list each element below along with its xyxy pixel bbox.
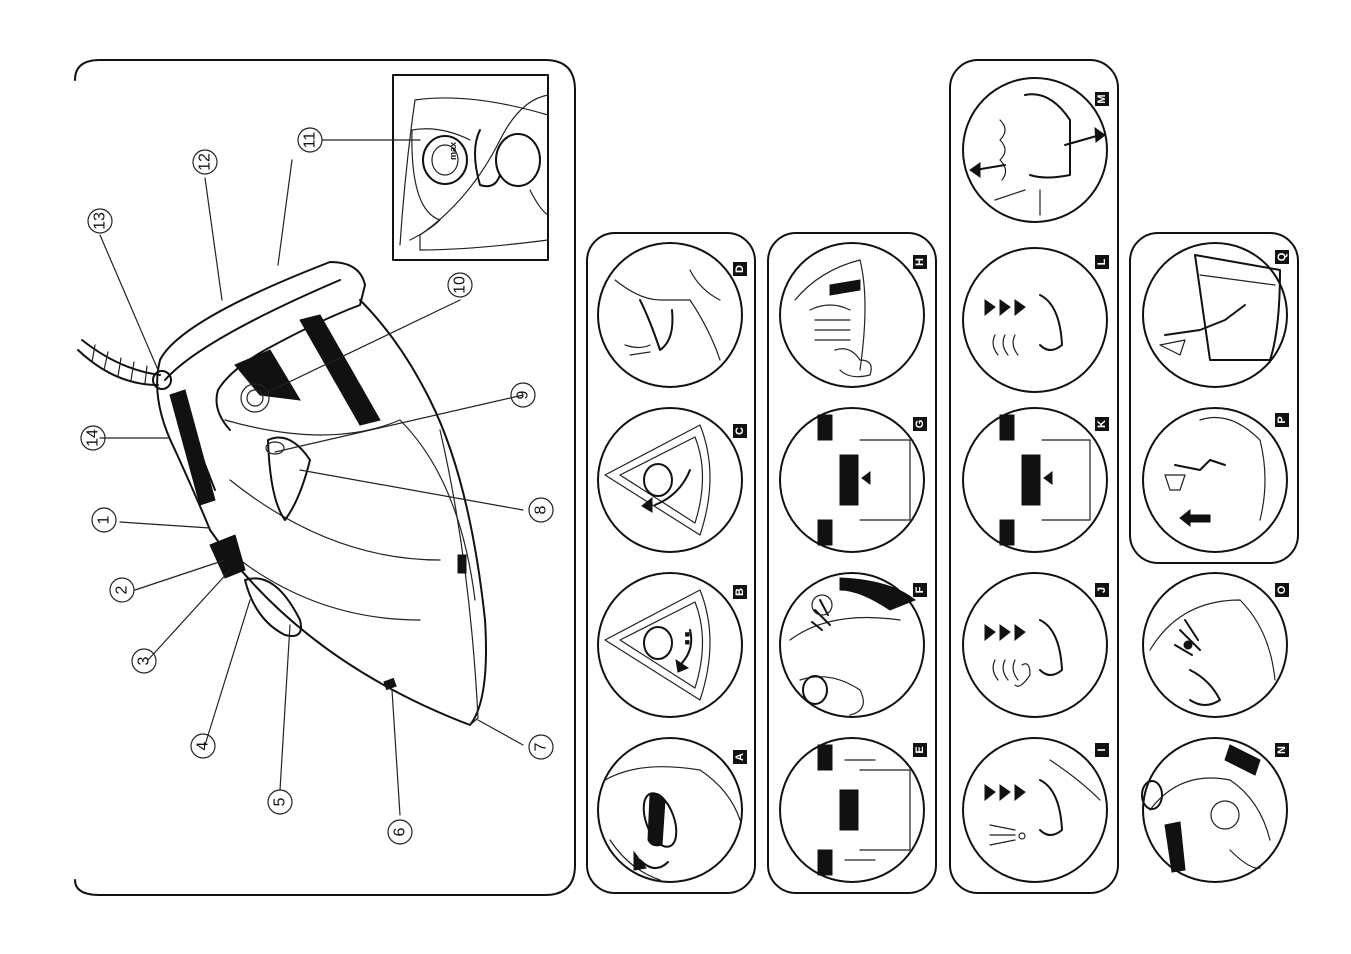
step-A-badge: A bbox=[733, 750, 747, 764]
step-L: L bbox=[963, 248, 1109, 392]
step-J: J bbox=[963, 573, 1109, 717]
step-L-badge: L bbox=[1095, 255, 1109, 269]
step-B: ■ ■ B bbox=[598, 573, 747, 717]
svg-text:4: 4 bbox=[195, 741, 212, 750]
callout-5: 5 bbox=[268, 790, 292, 814]
callout-14: 14 bbox=[81, 426, 105, 450]
step-I: I bbox=[963, 738, 1109, 882]
svg-text:14: 14 bbox=[85, 429, 102, 447]
callout-1: 1 bbox=[92, 508, 116, 532]
step-E-badge: E bbox=[913, 743, 927, 757]
step-B-badge: B bbox=[733, 585, 747, 599]
callout-12: 12 bbox=[193, 150, 217, 174]
step-P-badge: P bbox=[1275, 413, 1289, 427]
svg-text:5: 5 bbox=[272, 797, 289, 806]
svg-text:E: E bbox=[914, 746, 926, 753]
step-C-badge: C bbox=[733, 424, 747, 438]
step-N: N bbox=[1142, 738, 1289, 882]
column-panel-4a bbox=[1130, 233, 1298, 563]
svg-text:9: 9 bbox=[515, 390, 532, 399]
svg-text:Q: Q bbox=[1276, 252, 1288, 261]
step-D-badge: D bbox=[733, 262, 747, 276]
iron-overview-panel: max bbox=[75, 60, 575, 895]
overview-panel-frame bbox=[75, 60, 575, 895]
fill-cap-max-label: max bbox=[448, 142, 458, 160]
fill-cap bbox=[423, 136, 467, 184]
svg-text:H: H bbox=[914, 258, 926, 266]
callout-13: 13 bbox=[88, 209, 112, 233]
svg-text:F: F bbox=[914, 586, 926, 593]
step-I-badge: I bbox=[1095, 743, 1109, 757]
callout-11: 11 bbox=[298, 128, 322, 152]
svg-text:■ ■: ■ ■ bbox=[682, 632, 692, 645]
svg-text:G: G bbox=[914, 420, 926, 429]
step-A: A bbox=[598, 738, 747, 882]
step-O-badge: O bbox=[1275, 583, 1289, 597]
callout-6: 6 bbox=[388, 820, 412, 844]
step-Q: Q bbox=[1143, 243, 1289, 387]
step-E: E bbox=[780, 738, 927, 882]
step-O: O bbox=[1143, 573, 1289, 717]
callout-4: 4 bbox=[191, 734, 215, 758]
step-P: P bbox=[1143, 408, 1289, 552]
step-C: C bbox=[598, 408, 747, 552]
step-J-badge: J bbox=[1095, 583, 1109, 597]
callout-7: 7 bbox=[529, 735, 553, 759]
step-K-badge: K bbox=[1095, 417, 1109, 431]
svg-text:L: L bbox=[1096, 258, 1108, 265]
step-Q-badge: Q bbox=[1275, 250, 1289, 264]
step-G: G bbox=[780, 408, 927, 552]
svg-text:8: 8 bbox=[533, 505, 550, 514]
svg-text:A: A bbox=[734, 753, 746, 761]
svg-text:12: 12 bbox=[197, 153, 214, 171]
svg-text:3: 3 bbox=[136, 656, 153, 665]
svg-text:13: 13 bbox=[92, 212, 109, 230]
callout-9: 9 bbox=[511, 383, 535, 407]
callout-numbers: 1 2 3 4 5 6 7 8 9 10 11 12 13 14 bbox=[81, 128, 553, 844]
svg-text:6: 6 bbox=[392, 827, 409, 836]
step-F-badge: F bbox=[913, 583, 927, 597]
svg-text:C: C bbox=[734, 427, 746, 435]
svg-text:2: 2 bbox=[114, 585, 131, 594]
svg-text:K: K bbox=[1096, 420, 1108, 428]
water-tank-inset: max bbox=[393, 75, 548, 260]
svg-text:O: O bbox=[1276, 585, 1288, 594]
callout-2: 2 bbox=[110, 578, 134, 602]
step-D: D bbox=[598, 243, 747, 387]
step-M: M bbox=[963, 78, 1109, 222]
callout-8: 8 bbox=[529, 498, 553, 522]
svg-text:7: 7 bbox=[533, 742, 550, 751]
step-K: K bbox=[963, 408, 1109, 552]
callout-3: 3 bbox=[132, 649, 156, 673]
svg-text:I: I bbox=[1096, 748, 1108, 751]
svg-text:D: D bbox=[734, 265, 746, 273]
step-N-badge: N bbox=[1275, 743, 1289, 757]
step-F: F bbox=[780, 573, 927, 717]
step-H-badge: H bbox=[913, 255, 927, 269]
column-frame-PQ bbox=[1130, 233, 1298, 563]
inset-frame bbox=[393, 75, 548, 260]
step-G-badge: G bbox=[913, 417, 927, 431]
svg-text:10: 10 bbox=[452, 276, 469, 294]
svg-text:M: M bbox=[1096, 94, 1108, 103]
svg-text:J: J bbox=[1096, 587, 1108, 593]
svg-text:P: P bbox=[1276, 416, 1288, 423]
svg-text:N: N bbox=[1276, 746, 1288, 754]
svg-text:1: 1 bbox=[96, 515, 113, 524]
svg-text:11: 11 bbox=[302, 132, 319, 149]
step-H: H bbox=[780, 243, 927, 387]
svg-text:B: B bbox=[734, 588, 746, 596]
iron-illustration bbox=[78, 262, 486, 725]
step-M-badge: M bbox=[1095, 92, 1109, 106]
callout-10: 10 bbox=[448, 273, 472, 297]
